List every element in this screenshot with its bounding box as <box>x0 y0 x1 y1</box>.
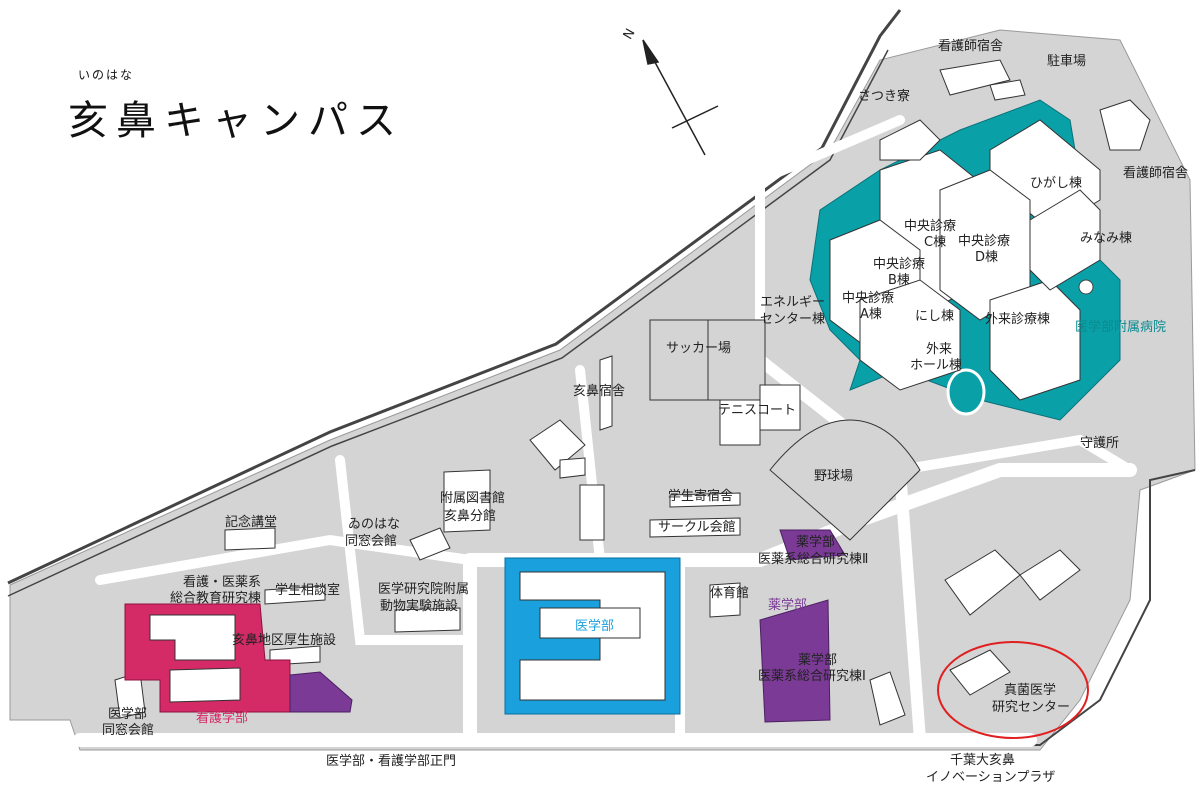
label-nursing-edu-1: 看護・医薬系 <box>183 574 261 590</box>
label-library-1: 附属図書館 <box>440 491 505 506</box>
label-energy-2: センター棟 <box>760 312 825 327</box>
compass <box>642 39 719 156</box>
pharmacy-area-nursing <box>289 671 353 713</box>
hospital-pond <box>946 368 986 416</box>
nursing-area <box>124 603 291 713</box>
label-animal-1: 医学研究院附属 <box>378 581 469 597</box>
label-medicine: 医学部 <box>575 618 614 634</box>
page-title: 亥鼻キャンパス <box>68 98 404 144</box>
label-chuo-c-2: C棟 <box>924 235 946 250</box>
hospital-buildings <box>829 119 1101 401</box>
buildings <box>114 59 1151 726</box>
label-yaku1-2: 医薬系総合研究棟Ⅰ <box>758 669 866 684</box>
label-pharmacy: 薬学部 <box>768 597 807 613</box>
label-chuo-a-2: A棟 <box>860 307 882 322</box>
label-hall-1: 外来 <box>926 342 952 357</box>
label-satsuki: さつき寮 <box>858 88 910 104</box>
compass-north: N <box>621 26 639 42</box>
label-library-2: 亥鼻分館 <box>444 508 496 524</box>
label-parking: 駐車場 <box>1047 54 1086 69</box>
boundary-wall <box>7 9 902 585</box>
label-shinkin-2: 研究センター <box>992 700 1070 715</box>
fountain <box>1078 279 1094 295</box>
label-kinen: 記念講堂 <box>225 514 277 530</box>
label-higashi: ひがし棟 <box>1030 176 1082 191</box>
label-inohana-dorm: 亥鼻宿舎 <box>573 383 625 399</box>
label-nishi: にし棟 <box>915 309 954 324</box>
label-alumni-2: 同窓会館 <box>345 533 397 549</box>
label-plaza-2: イノベーションプラザ <box>926 770 1055 785</box>
label-guard: 守護所 <box>1080 435 1119 451</box>
label-shinkin-1: 真菌医学 <box>1004 682 1056 698</box>
label-chuo-a-1: 中央診療 <box>842 290 894 306</box>
label-main-gate: 医学部・看護学部正門 <box>326 753 456 769</box>
label-nurse-dorm-right: 看護師宿舎 <box>1123 165 1188 181</box>
label-gairai: 外来診療棟 <box>985 311 1050 327</box>
label-yaku2-2: 医薬系総合研究棟Ⅱ <box>758 552 868 567</box>
label-yaku2-1: 薬学部 <box>796 534 835 550</box>
baseball-field <box>769 419 921 541</box>
label-chuo-d-1: 中央診療 <box>958 233 1010 249</box>
label-baseball: 野球場 <box>814 469 853 484</box>
label-chuo-c-1: 中央診療 <box>904 218 956 234</box>
label-minami: みなみ棟 <box>1080 231 1132 246</box>
label-hall-2: ホール棟 <box>910 358 962 373</box>
label-nursing-edu-2: 総合教育研究棟 <box>170 590 261 606</box>
label-chuo-b-1: 中央診療 <box>873 256 925 272</box>
label-med-alumni-2: 同窓会館 <box>102 722 154 738</box>
boundary-wall-inner <box>7 49 889 597</box>
label-circle: サークル会館 <box>658 520 736 535</box>
label-soccer: サッカー場 <box>666 341 731 356</box>
label-animal-2: 動物実験施設 <box>380 598 458 614</box>
label-gym: 体育館 <box>710 585 749 601</box>
medicine-area <box>504 557 681 715</box>
soccer-field <box>649 319 766 401</box>
label-nursing: 看護学部 <box>196 710 248 726</box>
label-tennis: テニスコート <box>718 403 796 418</box>
label-plaza-1: 千葉大亥鼻 <box>950 752 1015 768</box>
label-chuo-b-2: B棟 <box>888 273 910 288</box>
label-student-dorm: 学生寄宿舎 <box>668 488 733 504</box>
pharmacy-area-lower <box>759 599 831 723</box>
label-chuo-d-2: D棟 <box>975 250 998 265</box>
label-hospital: 医学部附属病院 <box>1075 319 1166 335</box>
pharmacy-area-upper <box>779 529 846 561</box>
title-ruby: いのはな <box>78 68 135 82</box>
label-med-alumni-1: 医学部 <box>108 706 147 722</box>
highlight-circle <box>937 641 1089 739</box>
map-labels: 看護師宿舎 駐車場 さつき寮 ひがし棟 看護師宿舎 中央診療 C棟 中央診療 D… <box>102 38 1188 785</box>
label-welfare: 亥鼻地区厚生施設 <box>232 632 336 648</box>
label-yaku1-1: 薬学部 <box>798 652 837 668</box>
label-nurse-dorm-top: 看護師宿舎 <box>938 38 1003 54</box>
tennis-courts <box>719 384 801 446</box>
label-energy-1: エネルギー <box>760 295 825 310</box>
label-student-consult: 学生相談室 <box>275 582 340 598</box>
label-alumni-1: ゐのはな <box>348 517 400 532</box>
